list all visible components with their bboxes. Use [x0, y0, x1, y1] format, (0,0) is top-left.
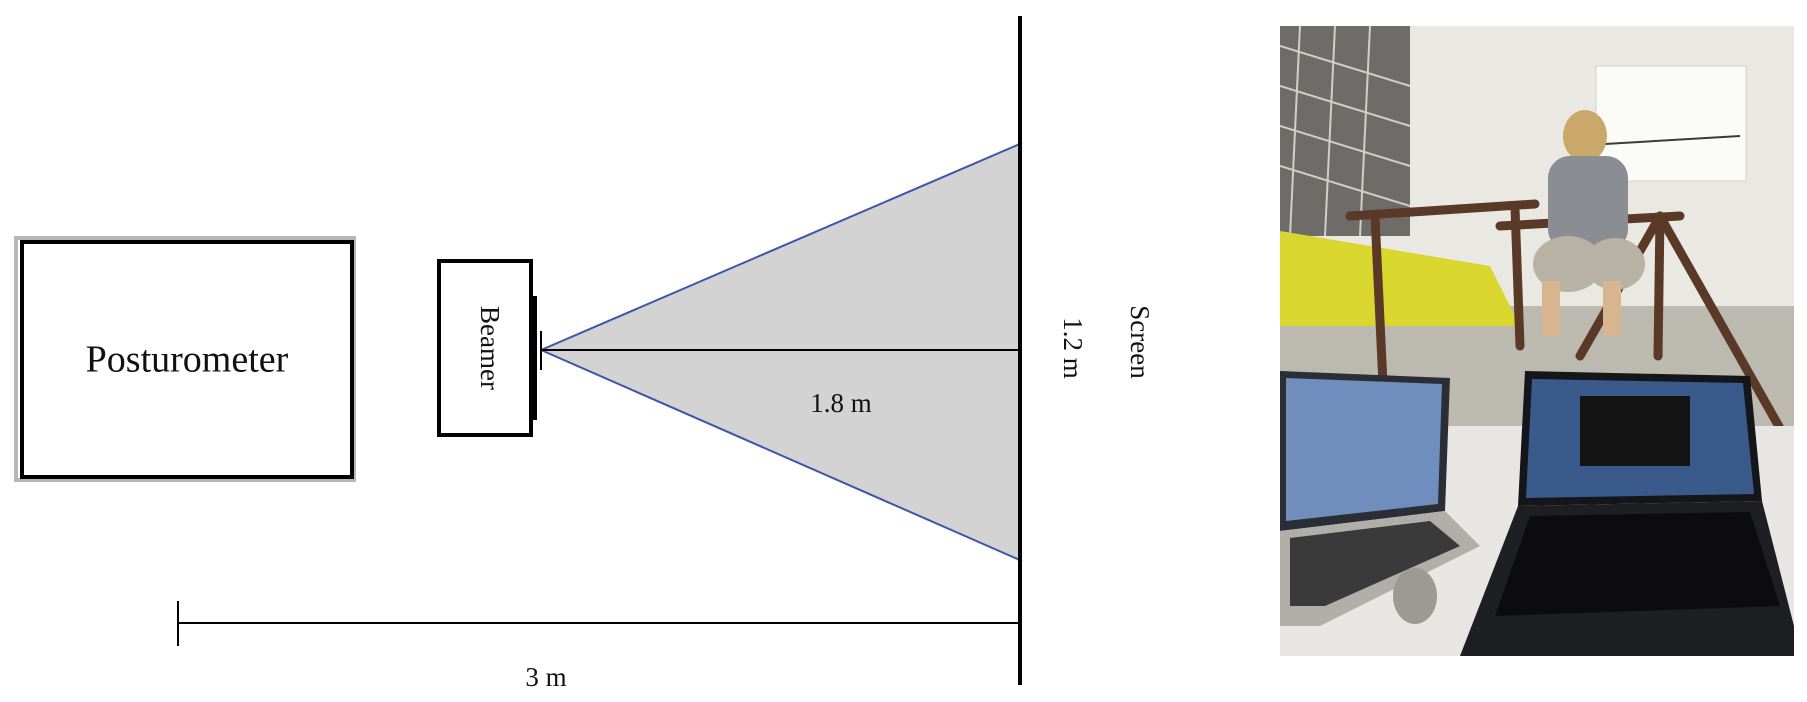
screen-height-label: 1.2 m	[1058, 317, 1088, 379]
beamer-box	[437, 259, 533, 437]
cone-upper-edge	[540, 142, 1023, 351]
beamer-distance-label: 1.8 m	[810, 388, 872, 418]
beamer-lens-plate	[531, 296, 537, 420]
projection-cone	[541, 143, 1022, 561]
posturometer-box	[20, 240, 354, 479]
photo-yellow-equipment	[1280, 231, 1520, 326]
setup-diagram: Posturometer Beamer 1.8 m 1.2 m Screen 3…	[14, 16, 1155, 692]
photo-laptop-right	[1460, 371, 1794, 656]
cone-lower-edge	[540, 349, 1023, 562]
photo-net	[1280, 26, 1411, 237]
beamer-label: Beamer	[475, 306, 505, 390]
photo-projection	[1595, 65, 1747, 182]
lab-setup-photo	[1280, 26, 1794, 656]
total-distance-label: 3 m	[525, 662, 566, 692]
photo-person	[1533, 110, 1645, 336]
photo-laptop-left	[1280, 371, 1480, 626]
photo-mouse	[1393, 568, 1437, 624]
screen-label: Screen	[1125, 305, 1155, 379]
photo-window	[1280, 26, 1410, 236]
posturometer-label: Posturometer	[86, 339, 289, 381]
